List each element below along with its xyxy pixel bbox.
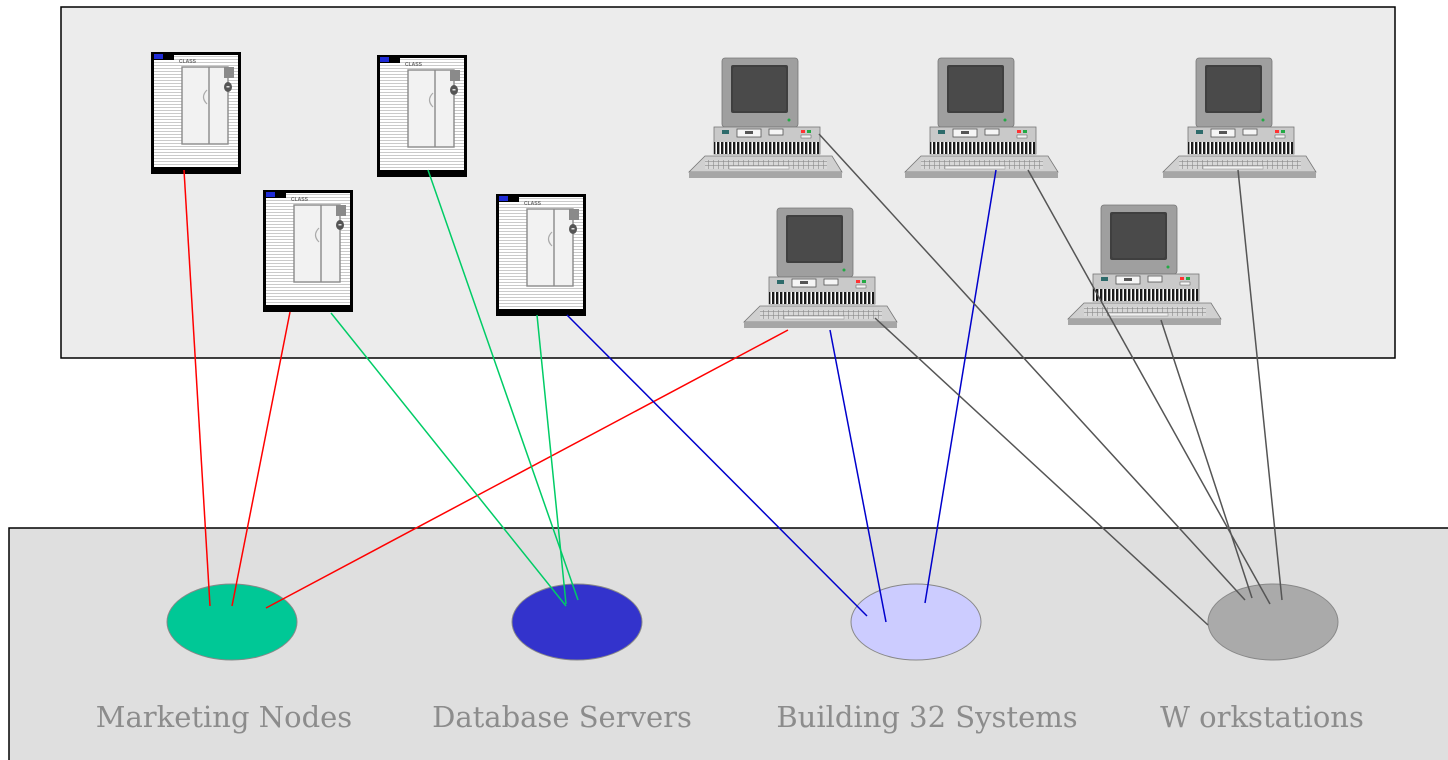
server-4[interactable]: CLASS bbox=[495, 193, 587, 317]
server-3[interactable]: CLASS bbox=[376, 54, 468, 178]
link-pc-4-to-marketing bbox=[265, 329, 789, 609]
server-1[interactable]: CLASS bbox=[150, 51, 242, 175]
workstations-label: W orkstations bbox=[1160, 700, 1364, 734]
link-pc-4-to-workstations bbox=[874, 317, 1209, 626]
database-servers-node[interactable] bbox=[511, 583, 643, 661]
link-server-2-to-database bbox=[330, 312, 567, 607]
svg-text:CLASS: CLASS bbox=[291, 197, 309, 203]
link-pc-2-to-building bbox=[924, 169, 997, 604]
link-server-2-to-marketing bbox=[231, 311, 291, 607]
building-32-systems-node[interactable] bbox=[850, 583, 982, 661]
database-servers-label: Database Servers bbox=[432, 700, 692, 734]
workstations-node[interactable] bbox=[1207, 583, 1339, 661]
svg-text:CLASS: CLASS bbox=[524, 201, 542, 207]
link-server-4-to-database bbox=[536, 314, 567, 605]
link-pc-1-to-workstations bbox=[818, 133, 1246, 601]
link-pc-4-to-building bbox=[829, 329, 887, 623]
svg-text:CLASS: CLASS bbox=[405, 62, 423, 68]
link-pc-5-to-workstations bbox=[1160, 319, 1253, 599]
link-pc-3-to-workstations bbox=[1237, 169, 1283, 601]
link-server-3-to-database bbox=[427, 169, 579, 601]
link-server-4-to-building bbox=[566, 314, 868, 617]
marketing-nodes-node[interactable] bbox=[166, 583, 298, 661]
connection-lines bbox=[183, 133, 1283, 626]
building-32-systems-label: Building 32 Systems bbox=[776, 700, 1077, 734]
svg-text:CLASS: CLASS bbox=[179, 59, 197, 65]
link-server-1-to-marketing bbox=[183, 169, 211, 607]
server-2[interactable]: CLASS bbox=[262, 189, 354, 313]
marketing-nodes-label: Marketing Nodes bbox=[96, 700, 352, 734]
